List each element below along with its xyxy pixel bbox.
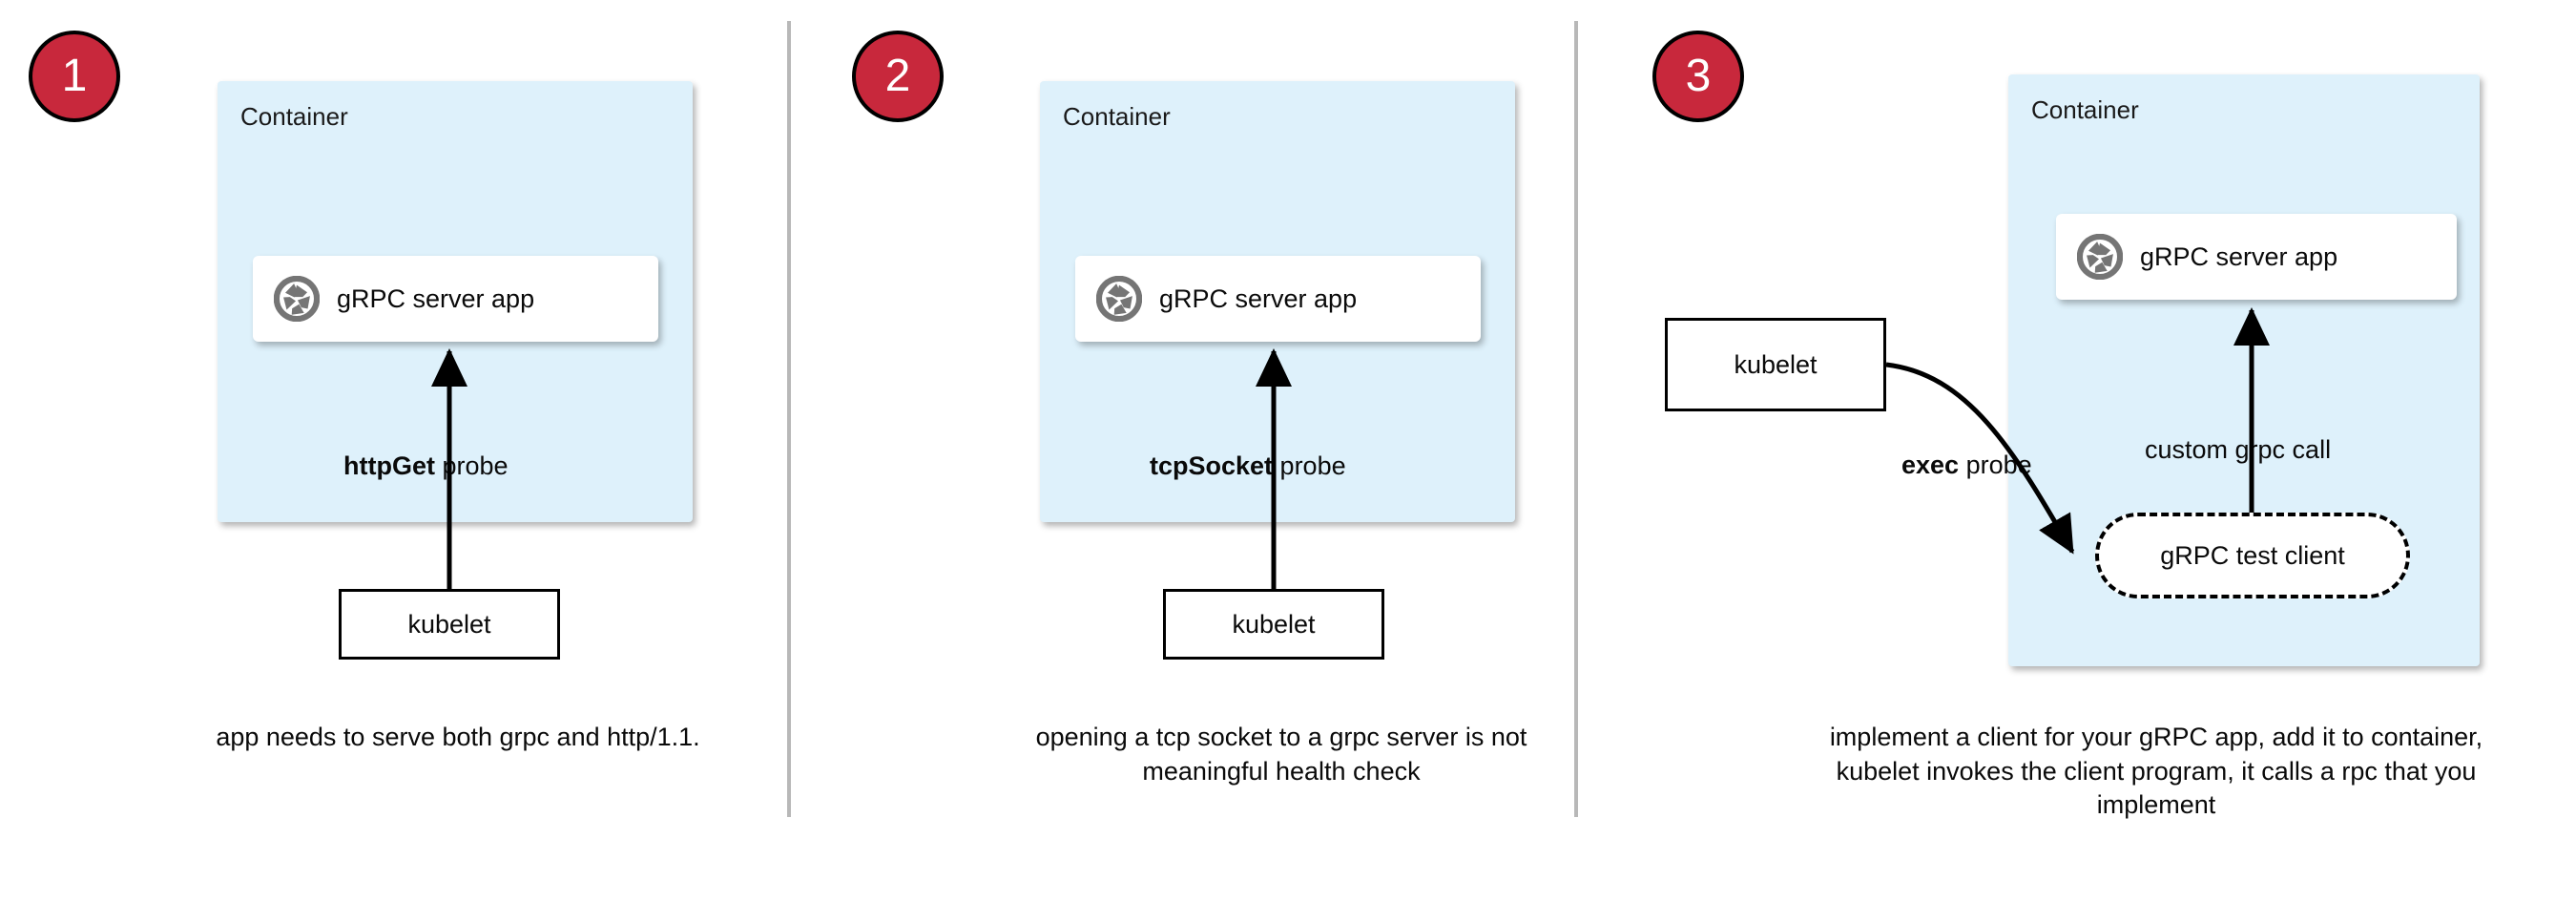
tcpsocket-probe-label-bold: tcpSocket	[1150, 451, 1274, 480]
grpc-server-app-label-1: gRPC server app	[337, 283, 535, 313]
tcpsocket-probe-label-rest: probe	[1273, 451, 1346, 480]
kubelet-label-3: kubelet	[1734, 349, 1818, 379]
step-badge-3-number: 3	[1685, 51, 1712, 101]
kubelet-box-1: kubelet	[339, 589, 560, 660]
grpc-server-app-card-1: gRPC server app	[253, 256, 658, 342]
panel-divider-2	[1574, 21, 1578, 817]
exec-probe-label: exec probe	[1901, 452, 2032, 478]
container-label-1: Container	[240, 102, 348, 131]
grpc-aperture-icon	[1096, 276, 1142, 322]
tcpsocket-probe-label: tcpSocket probe	[1150, 453, 1346, 479]
grpc-server-app-card-2: gRPC server app	[1075, 256, 1481, 342]
caption-1: app needs to serve both grpc and http/1.…	[216, 723, 700, 751]
kubelet-box-2: kubelet	[1163, 589, 1384, 660]
container-label-2: Container	[1063, 102, 1171, 131]
step-badge-2: 2	[852, 31, 944, 122]
grpc-aperture-icon	[2077, 234, 2123, 280]
kubelet-label-2: kubelet	[1232, 609, 1316, 639]
step-badge-1-number: 1	[61, 51, 88, 101]
kubelet-box-3: kubelet	[1665, 318, 1886, 411]
panel-divider-1	[787, 21, 791, 817]
step-badge-1: 1	[29, 31, 120, 122]
grpc-test-client-label: gRPC test client	[2160, 540, 2345, 570]
step-badge-3: 3	[1652, 31, 1744, 122]
exec-probe-label-rest: probe	[1959, 451, 2032, 479]
caption-2: opening a tcp socket to a grpc server is…	[1035, 723, 1527, 786]
step-badge-2-number: 2	[884, 51, 911, 101]
grpc-server-app-card-3: gRPC server app	[2056, 214, 2457, 300]
httpget-probe-label-rest: probe	[434, 451, 509, 480]
httpget-probe-label-bold: httpGet	[343, 451, 435, 480]
kubelet-label-1: kubelet	[407, 609, 491, 639]
grpc-server-app-label-3: gRPC server app	[2140, 241, 2338, 271]
httpget-probe-label: httpGet probe	[343, 453, 509, 479]
grpc-test-client-pill: gRPC test client	[2095, 513, 2410, 598]
grpc-server-app-label-2: gRPC server app	[1159, 283, 1358, 313]
grpc-aperture-icon	[274, 276, 320, 322]
custom-grpc-call-label: custom grpc call	[2145, 435, 2332, 464]
caption-3: implement a client for your gRPC app, ad…	[1829, 723, 2483, 820]
container-label-3: Container	[2031, 95, 2139, 124]
exec-probe-label-bold: exec	[1901, 451, 1960, 479]
